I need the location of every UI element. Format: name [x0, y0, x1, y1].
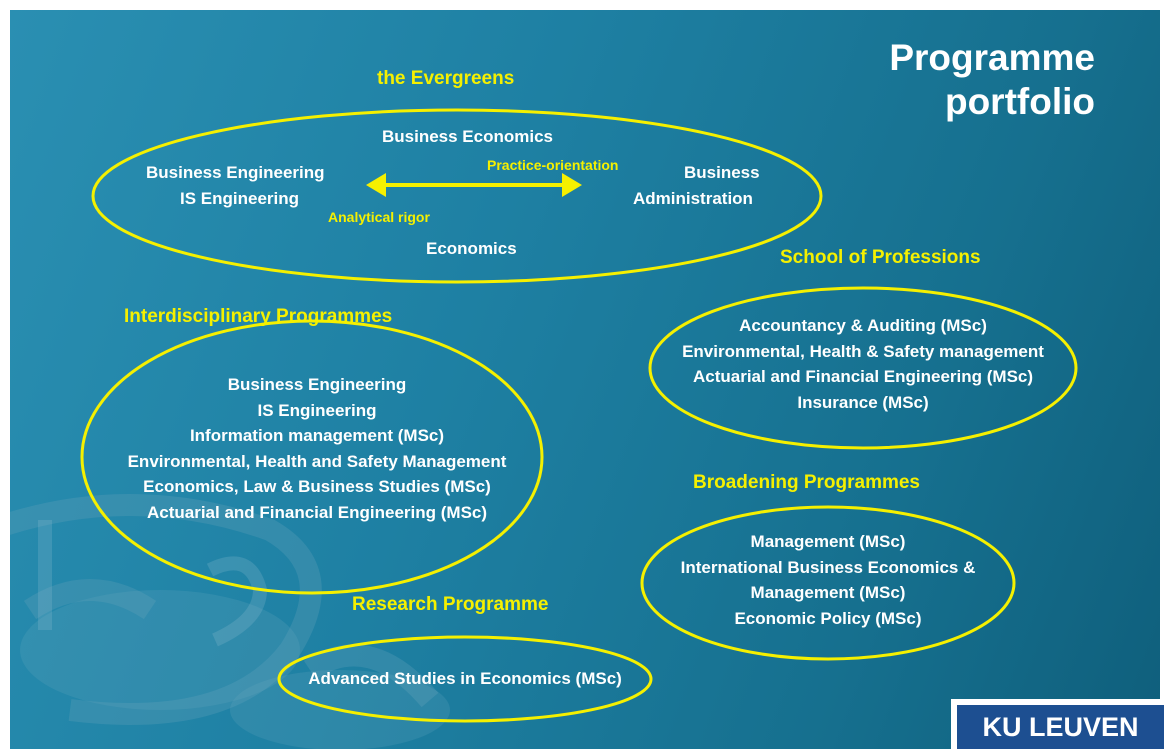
logo-text: KU LEUVEN — [957, 705, 1164, 749]
evergreens-right-line2: Administration — [633, 189, 753, 208]
broadening-heading: Broadening Programmes — [693, 472, 920, 493]
list-item: Advanced Studies in Economics (MSc) — [308, 669, 622, 688]
list-item: Actuarial and Financial Engineering (MSc… — [146, 502, 488, 522]
broadening-ellipse — [640, 505, 1016, 661]
school-of-professions-list: Accountancy & Auditing (MSc) Environment… — [663, 313, 1063, 415]
ku-leuven-logo: KU LEUVEN — [951, 699, 1170, 749]
evergreens-left-line1: Business Engineering — [146, 163, 325, 182]
list-item: Accountancy & Auditing (MSc) — [739, 316, 987, 335]
school-of-professions-ellipse — [648, 286, 1078, 450]
broadening-list: Management (MSc) International Business … — [648, 529, 1008, 631]
list-item: International Business Economics & — [680, 557, 976, 577]
arrow-label-analytical-rigor: Analytical rigor — [328, 209, 430, 225]
double-arrow-icon — [366, 173, 582, 197]
evergreens-ellipse — [91, 108, 823, 284]
research-heading: Research Programme — [352, 594, 549, 615]
evergreens-left-line2: IS Engineering — [180, 189, 300, 208]
list-item: Actuarial and Financial Engineering (MSc… — [692, 367, 1034, 387]
evergreens-right-line1: Business — [684, 163, 760, 182]
list-item: Management (MSc) — [750, 532, 906, 551]
research-ellipse — [277, 635, 653, 723]
evergreens-top-label: Business Economics — [382, 127, 554, 146]
slide-title-line1: Programme — [889, 37, 1095, 78]
interdisciplinary-ellipse — [80, 319, 544, 595]
slide-title-line2: portfolio — [944, 81, 1095, 122]
list-item: Environmental, Health & Safety managemen… — [682, 341, 1044, 361]
interdisciplinary-list: Business Engineering IS Engineering Info… — [102, 372, 532, 526]
evergreens-bottom-label: Economics — [426, 239, 517, 258]
arrow-label-practice-orientation: Practice-orientation — [487, 157, 619, 173]
list-item: Information management (MSc) — [189, 426, 445, 446]
research-list: Advanced Studies in Economics (MSc) — [285, 666, 645, 692]
evergreens-heading: the Evergreens — [377, 68, 515, 89]
list-item: Business Engineering — [227, 375, 407, 394]
list-item: Insurance (MSc) — [797, 392, 929, 412]
interdisciplinary-heading: Interdisciplinary Programmes — [124, 306, 393, 327]
list-item: Economic Policy (MSc) — [734, 608, 922, 628]
diagram-shapes — [80, 108, 1078, 723]
list-item: Environmental, Health and Safety Managem… — [127, 451, 507, 471]
school-of-professions-heading: School of Professions — [780, 247, 981, 268]
slide-background: Programme portfolio the Evergreens Busin… — [10, 10, 1160, 749]
list-item: Economics, Law & Business Studies (MSc) — [143, 477, 491, 497]
list-item: IS Engineering — [257, 400, 377, 420]
list-item: Management (MSc) — [750, 583, 906, 603]
